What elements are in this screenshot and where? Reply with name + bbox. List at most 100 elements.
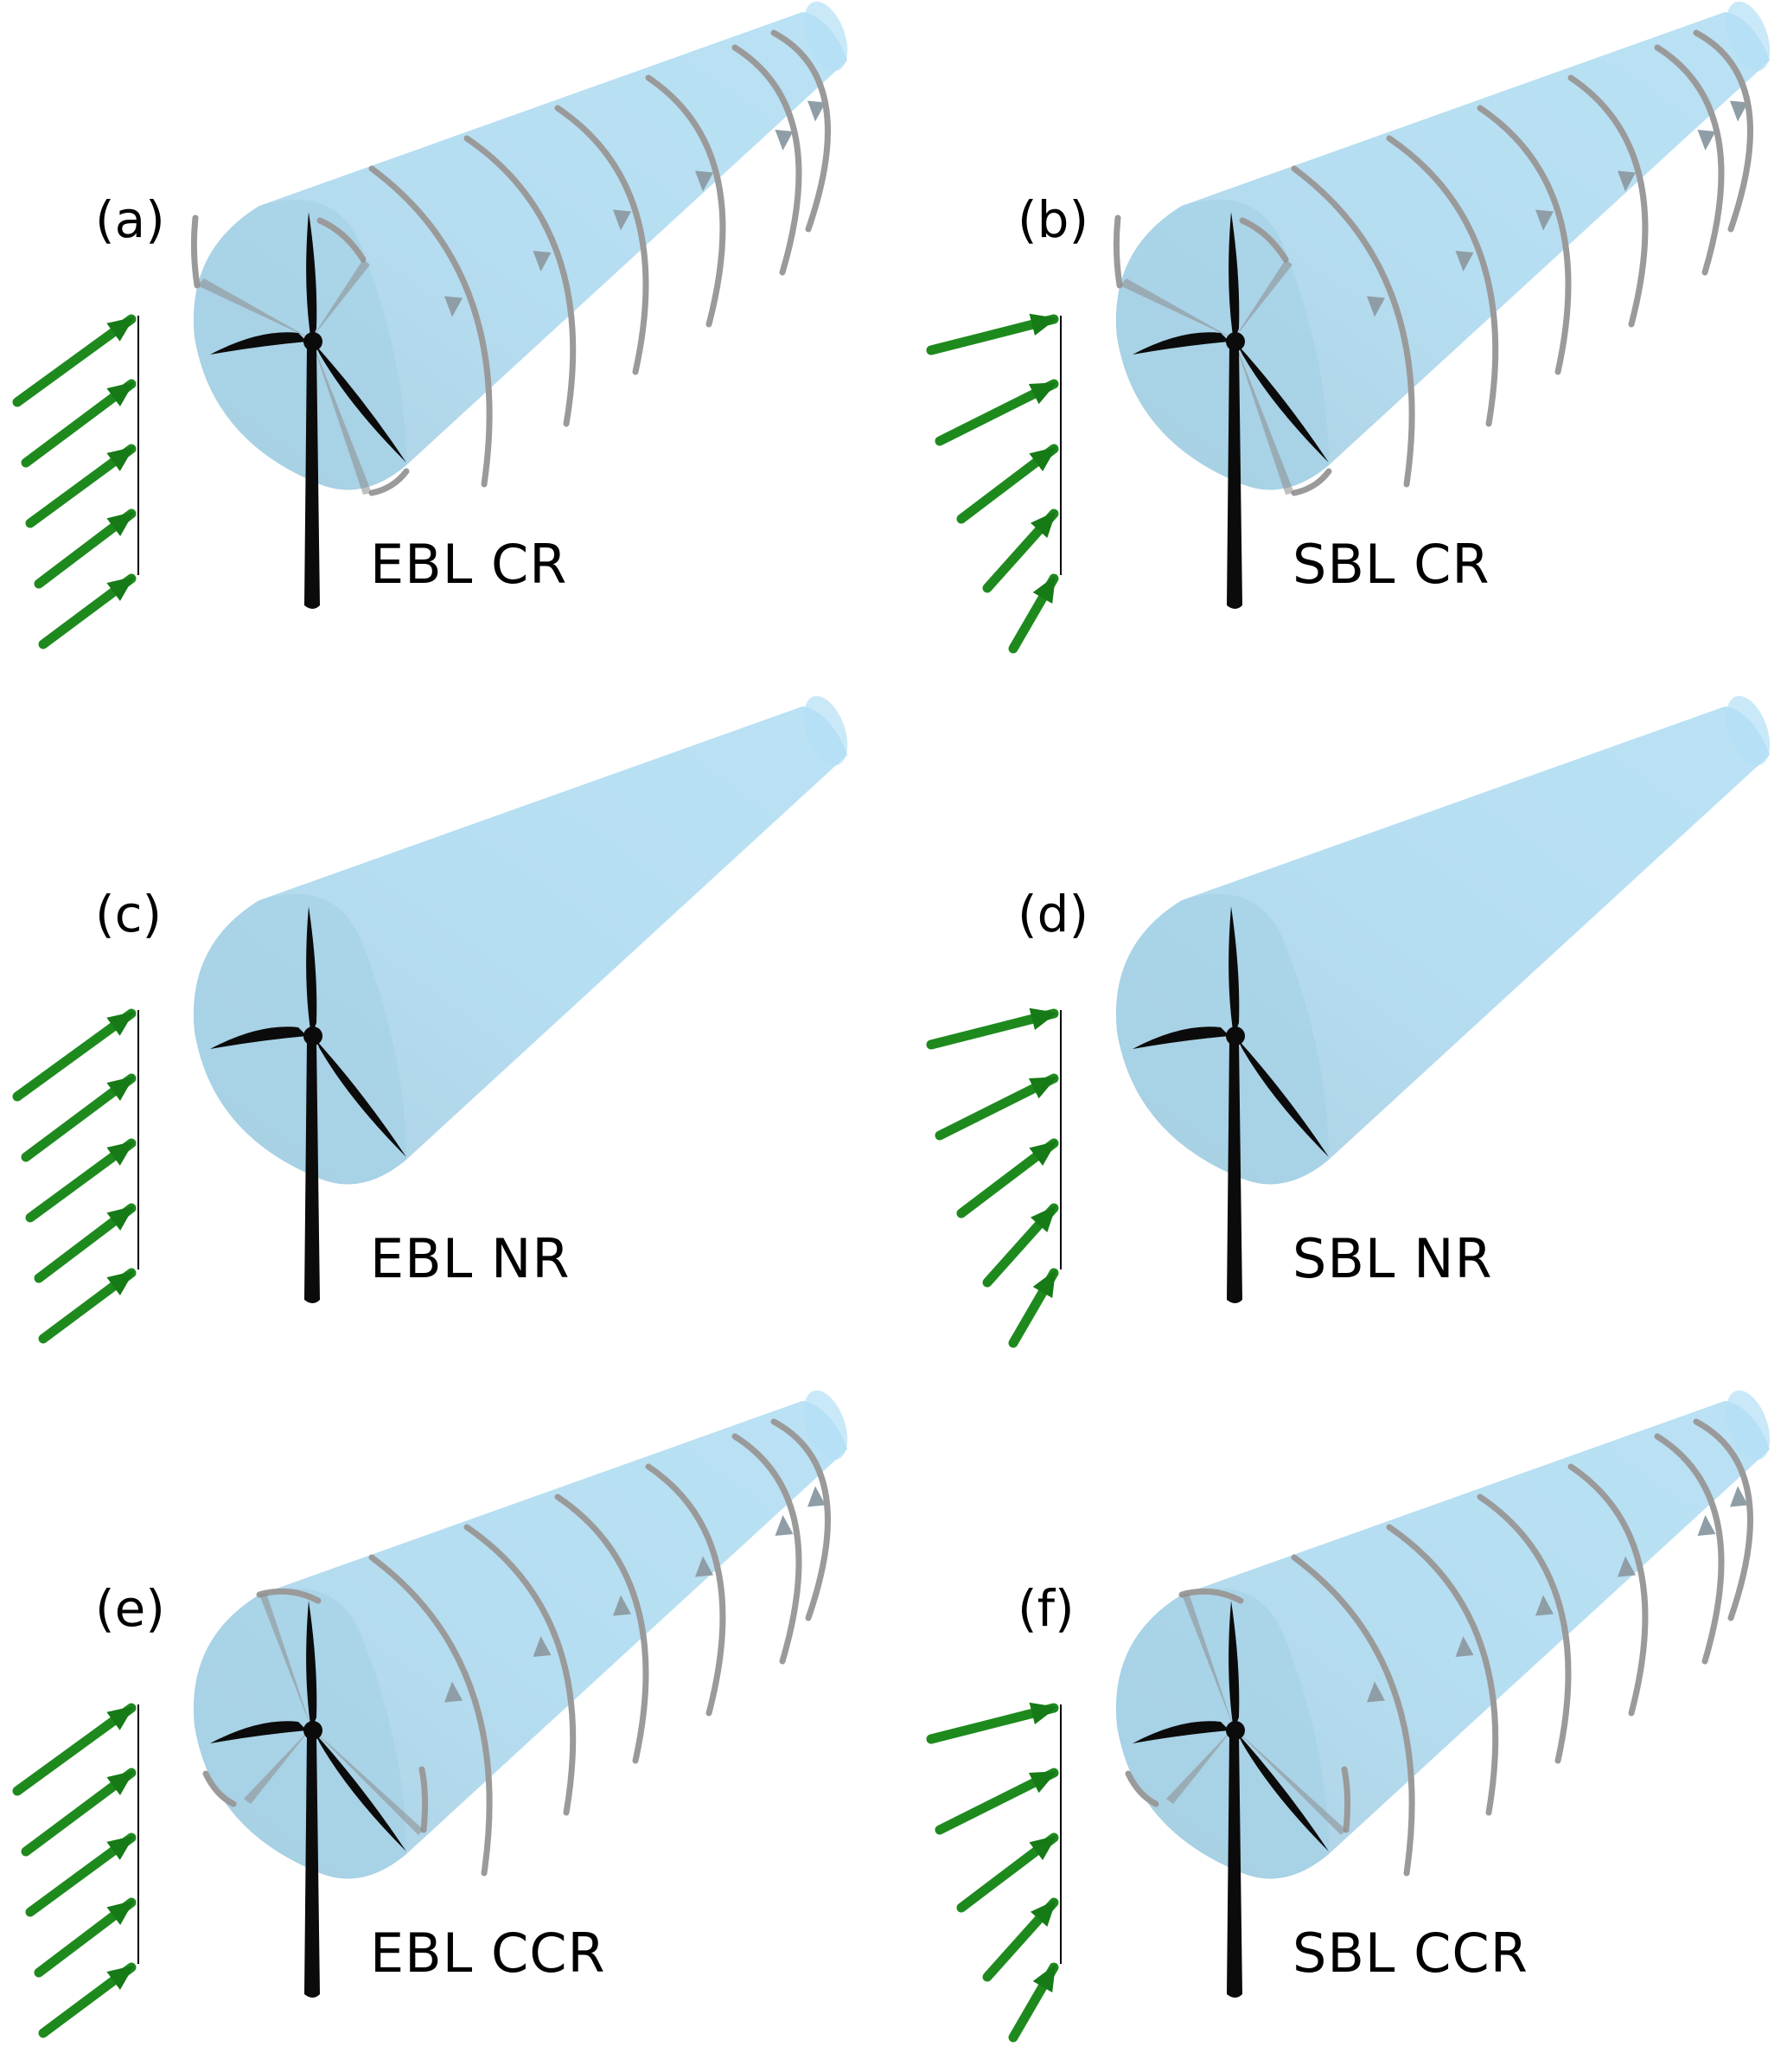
- wake-tube: [1115, 1390, 1771, 1879]
- wind-turbine: [210, 212, 406, 609]
- inflow-arrow: [12, 314, 137, 407]
- turbine-blade: [306, 212, 317, 342]
- inflow-arrowhead-icon: [106, 1835, 135, 1860]
- swirl-arc: [645, 1463, 726, 1717]
- swirl-arrowhead-icon: [533, 251, 552, 272]
- swirl-arrowhead-icon: [1455, 1636, 1474, 1657]
- inflow-arrowhead-icon: [106, 1705, 135, 1730]
- swirl-arc: [463, 135, 577, 427]
- panel-diagram: [12, 695, 848, 1344]
- swirl-arc: [645, 74, 726, 328]
- wake-tube: [193, 695, 848, 1185]
- panel-d: (d) SBL NR: [922, 694, 1787, 1378]
- ghost-blade: [311, 339, 372, 495]
- turbine-blade: [1237, 344, 1329, 463]
- turbine-blade: [1229, 906, 1240, 1036]
- panel-a: (a) EBL CR: [0, 0, 890, 683]
- swirl-arc: [554, 105, 649, 375]
- swirl-arrowhead-icon: [533, 1636, 552, 1657]
- swirl-arc: [1386, 135, 1499, 427]
- ghost-blade: [1166, 1728, 1234, 1804]
- inflow-arrowhead-icon: [106, 1011, 135, 1036]
- ghost-blades: [1166, 1593, 1346, 1835]
- swirl-arc: [1113, 214, 1123, 289]
- inflow-arrowhead-icon: [1030, 511, 1056, 539]
- inflow-profile: [926, 1702, 1062, 2043]
- wake-front-face: [193, 1588, 406, 1879]
- panel-diagram: [926, 1390, 1771, 2043]
- inflow-arrowhead-icon: [1032, 1964, 1056, 1993]
- panel-label: (c): [95, 885, 163, 943]
- swirl-arc: [1567, 1463, 1649, 1717]
- swirl-arc: [1341, 1766, 1351, 1833]
- panel-label: (f): [1018, 1579, 1075, 1638]
- turbine-blade: [1229, 212, 1240, 342]
- turbine-blade: [315, 1733, 406, 1851]
- turbine-tower: [304, 346, 320, 609]
- rotation-arrows: [202, 1418, 831, 1877]
- swirl-arc: [1125, 1770, 1159, 1807]
- turbine-blade: [1237, 1039, 1329, 1157]
- swirl-arrowhead-icon: [444, 1681, 463, 1703]
- swirl-arc: [1291, 1554, 1415, 1877]
- swirl-arc: [368, 1554, 493, 1877]
- swirl-arc: [1567, 74, 1649, 328]
- swirl-arrowhead-icon: [807, 1486, 826, 1507]
- panel-label: (e): [95, 1579, 165, 1638]
- case-label: EBL CR: [370, 533, 568, 596]
- inflow-arrow: [12, 1703, 137, 1796]
- inflow-profile: [926, 1007, 1062, 1348]
- wind-turbine: [210, 1601, 406, 1998]
- swirl-arc: [1693, 1418, 1753, 1621]
- wake-end-cap: [1726, 1, 1771, 72]
- swirl-arrowhead-icon: [613, 209, 631, 231]
- turbine-blade: [1133, 332, 1229, 355]
- wake-front-face: [1115, 199, 1329, 490]
- swirl-arc: [1386, 1524, 1499, 1816]
- panel-diagram: [12, 1, 848, 649]
- turbine-blade: [306, 906, 317, 1036]
- swirl-arrowhead-icon: [1367, 296, 1385, 317]
- wind-turbine: [1133, 1601, 1329, 1998]
- inflow-arrowhead-icon: [106, 1076, 135, 1101]
- turbine-blade: [315, 1039, 406, 1157]
- swirl-arrowhead-icon: [807, 100, 826, 122]
- swirl-arc: [1291, 468, 1332, 496]
- turbine-tower: [304, 1040, 320, 1303]
- turbine-hub: [1226, 332, 1245, 351]
- ghost-blade: [1234, 259, 1292, 339]
- inflow-arrowhead-icon: [1029, 1141, 1057, 1167]
- wake-tube: [1115, 1, 1771, 490]
- turbine-blade: [1133, 1026, 1229, 1049]
- ghost-blade: [311, 259, 370, 339]
- wind-turbine: [1133, 906, 1329, 1303]
- swirl-arrowhead-icon: [1730, 1486, 1748, 1507]
- inflow-arrowhead-icon: [1029, 1835, 1057, 1861]
- turbine-blade: [315, 344, 406, 463]
- swirl-arrowhead-icon: [695, 1556, 713, 1577]
- case-label: EBL NR: [370, 1227, 571, 1290]
- panel-diagram: [926, 1, 1771, 654]
- wake-end-cap: [803, 1, 848, 72]
- swirl-arc: [463, 1524, 577, 1816]
- swirl-arrowhead-icon: [444, 296, 463, 317]
- panel-f: (f) SBL CCR: [922, 1389, 1787, 2072]
- ghost-blade: [311, 1728, 424, 1835]
- wake-end-cap: [1726, 695, 1771, 766]
- panel-label: (d): [1018, 885, 1089, 943]
- swirl-arc: [731, 1433, 802, 1665]
- ghost-blade: [259, 1593, 311, 1728]
- wake-end-cap: [803, 1390, 848, 1461]
- wake-front-face: [1115, 1588, 1329, 1879]
- case-label: EBL CCR: [370, 1922, 606, 1985]
- wake-tube: [193, 1390, 848, 1879]
- swirl-arc: [1477, 105, 1572, 375]
- ghost-blade: [244, 1728, 311, 1804]
- turbine-blade: [210, 332, 307, 355]
- rotation-arrows: [1113, 29, 1753, 496]
- inflow-arrowhead-icon: [1029, 1702, 1057, 1724]
- inflow-arrowhead-icon: [1030, 1205, 1056, 1233]
- turbine-blade: [306, 1601, 317, 1730]
- turbine-blade: [210, 1721, 307, 1743]
